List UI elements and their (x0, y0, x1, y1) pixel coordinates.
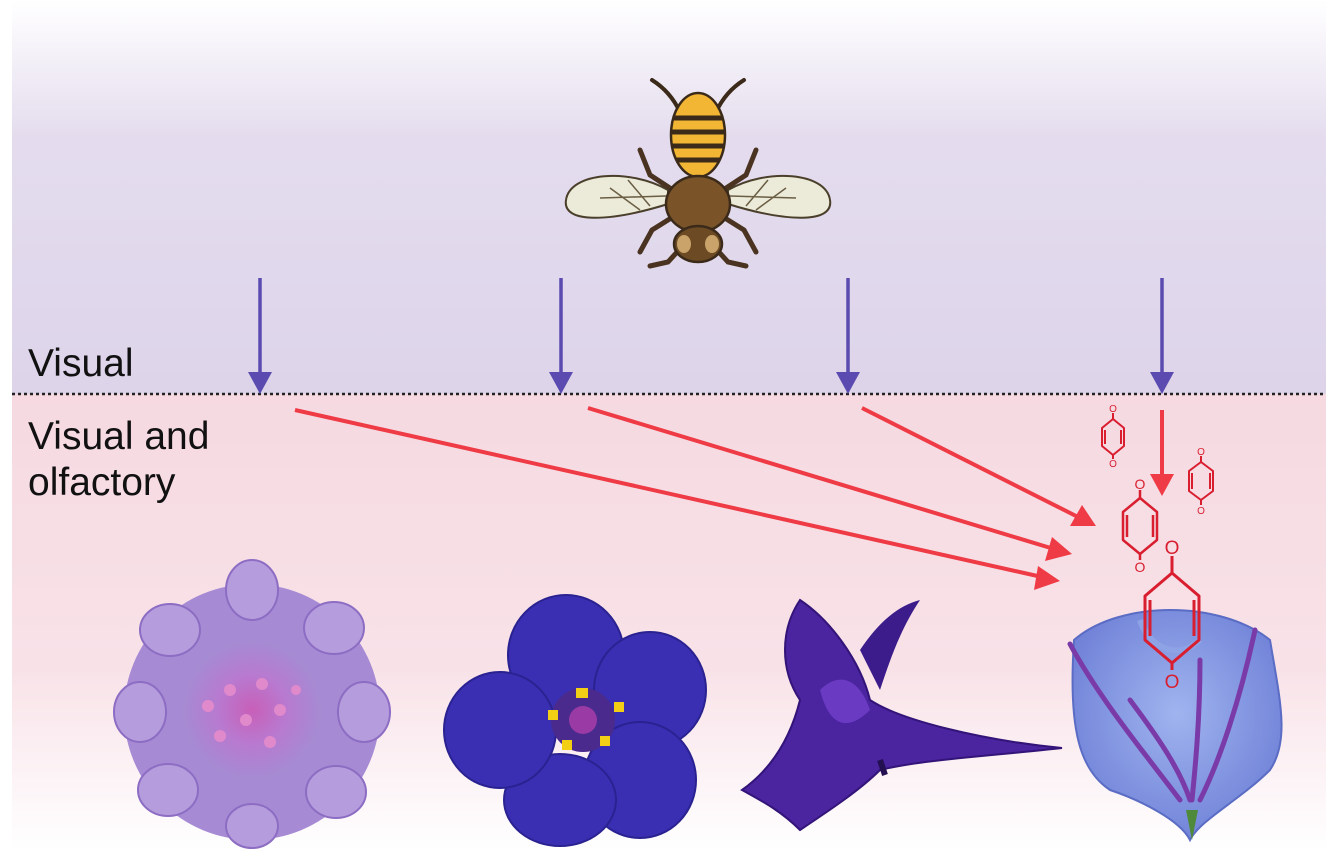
oxygen-label: O (1109, 404, 1117, 415)
oxygen-label: O (1197, 506, 1205, 517)
oxygen-label: O (1109, 459, 1117, 470)
visual-olfactory-zone-label: Visual and olfactory (28, 414, 288, 506)
oxygen-label: O (1165, 538, 1180, 559)
visual-zone-label: Visual (28, 341, 134, 387)
oxygen-label: O (1135, 559, 1146, 575)
oxygen-label: O (1197, 447, 1205, 458)
oxygen-label: O (1135, 476, 1146, 492)
oxygen-label: O (1165, 672, 1180, 693)
